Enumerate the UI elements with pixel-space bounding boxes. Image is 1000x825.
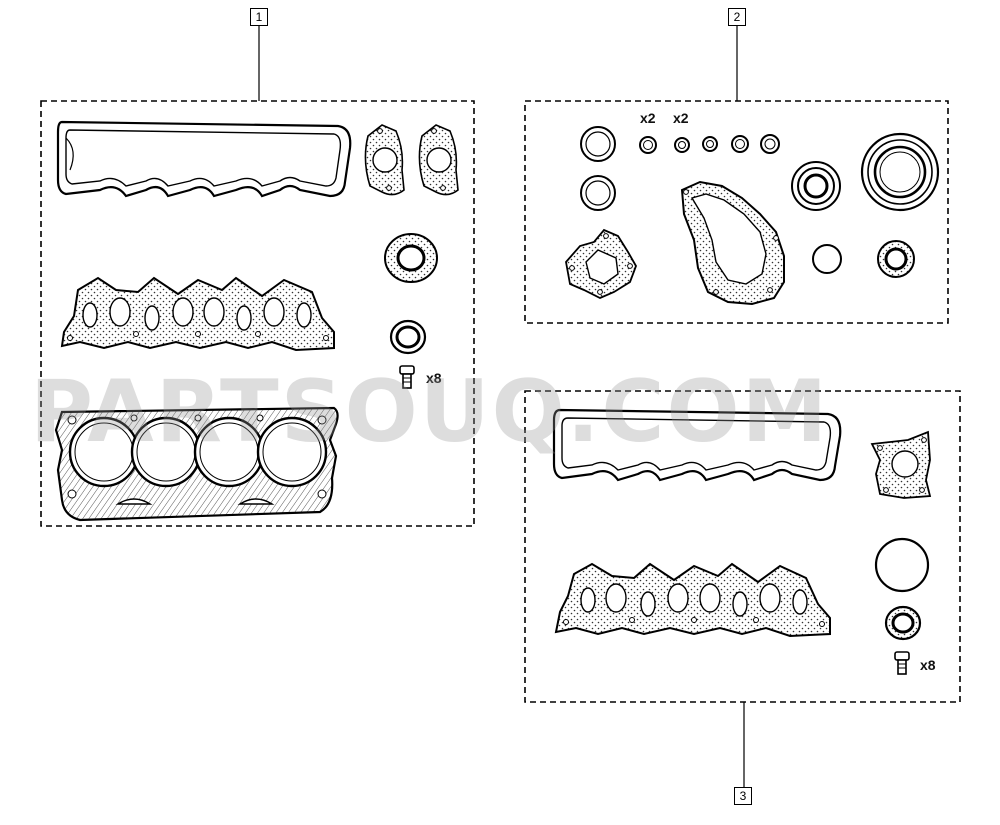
kit-3-frame — [524, 390, 961, 703]
kit-1-frame — [40, 100, 475, 527]
manifold-gasket-icon — [60, 276, 335, 352]
kit-2-ring-quantity-b: x2 — [673, 110, 689, 126]
bolt-icon — [399, 365, 415, 389]
callout-1[interactable]: 1 — [250, 8, 268, 26]
oil-seal-icon — [389, 319, 427, 355]
water-pump-gasket-icon — [680, 180, 785, 306]
flange-gasket-icon — [364, 124, 405, 196]
o-ring-icon — [702, 136, 718, 152]
oil-seal-icon — [384, 233, 438, 283]
oil-seal-icon — [791, 161, 841, 211]
kit-1-bolt-quantity: x8 — [426, 370, 442, 386]
oil-seal-icon — [884, 605, 922, 641]
o-ring-icon — [580, 126, 616, 162]
cylinder-head-gasket-icon — [54, 406, 339, 522]
kit-2-frame — [524, 100, 949, 324]
kit-3-bolt-quantity: x8 — [920, 657, 936, 673]
o-ring-icon — [674, 137, 690, 153]
valve-cover-gasket-icon — [552, 408, 842, 482]
manifold-gasket-icon — [554, 562, 831, 638]
bolt-icon — [894, 651, 910, 675]
callout-2[interactable]: 2 — [728, 8, 746, 26]
o-ring-icon — [639, 136, 657, 154]
valve-cover-gasket-icon — [56, 120, 352, 198]
kit-1-group — [40, 24, 475, 527]
kit-2-group — [524, 24, 949, 324]
callout-3[interactable]: 3 — [734, 787, 752, 805]
kit-3-group — [524, 390, 961, 787]
o-ring-icon — [580, 175, 616, 211]
kit-2-ring-quantity-a: x2 — [640, 110, 656, 126]
o-ring-icon — [731, 135, 749, 153]
oil-seal-icon — [877, 240, 915, 278]
pump-gasket-icon — [565, 228, 637, 299]
flange-gasket-icon — [870, 430, 932, 499]
o-ring-icon — [874, 537, 930, 593]
o-ring-icon — [760, 134, 780, 154]
o-ring-icon — [812, 244, 842, 274]
oil-seal-icon — [860, 132, 940, 212]
flange-gasket-icon — [418, 124, 459, 196]
